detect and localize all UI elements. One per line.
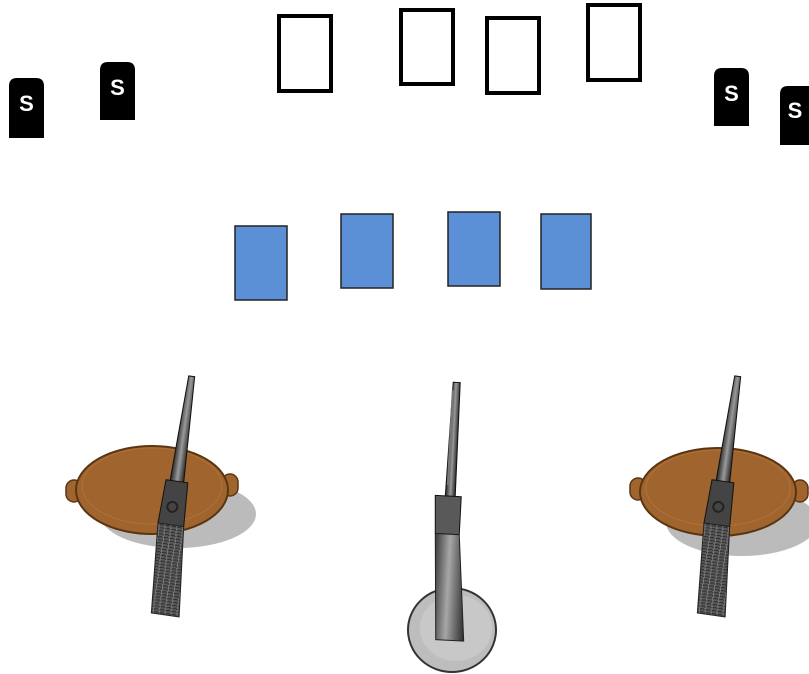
rifle-icon	[434, 381, 465, 642]
top-card-row	[277, 3, 642, 95]
middle-card-row	[234, 211, 592, 301]
card-slot[interactable]	[399, 8, 455, 86]
face-down-card[interactable]	[234, 225, 288, 301]
rifle-icon	[696, 375, 742, 618]
right-station[interactable]	[629, 374, 809, 618]
sign-left-outer[interactable]: S	[9, 78, 44, 138]
sign-label: S	[19, 91, 34, 116]
sign-right-outer[interactable]: S	[780, 86, 809, 145]
sign-label: S	[724, 81, 739, 106]
card-slot[interactable]	[485, 16, 541, 95]
dollar-sign-icon	[780, 86, 809, 145]
dollar-sign-icon	[9, 78, 44, 138]
dollar-sign-icon	[100, 62, 135, 120]
card-slot[interactable]	[586, 3, 642, 82]
face-down-card[interactable]	[340, 213, 394, 289]
sign-right-inner[interactable]: S	[714, 68, 749, 126]
sign-left-inner[interactable]: S	[100, 62, 135, 120]
rifle-icon	[150, 375, 196, 618]
barrel-icon	[65, 445, 239, 535]
card-slot[interactable]	[277, 14, 333, 93]
sign-label: S	[110, 75, 125, 100]
face-down-card[interactable]	[447, 211, 501, 287]
center-station[interactable]	[407, 381, 497, 673]
left-station[interactable]	[65, 374, 256, 618]
sign-label: S	[788, 98, 803, 123]
dollar-sign-icon	[714, 68, 749, 126]
face-down-card[interactable]	[540, 213, 592, 290]
